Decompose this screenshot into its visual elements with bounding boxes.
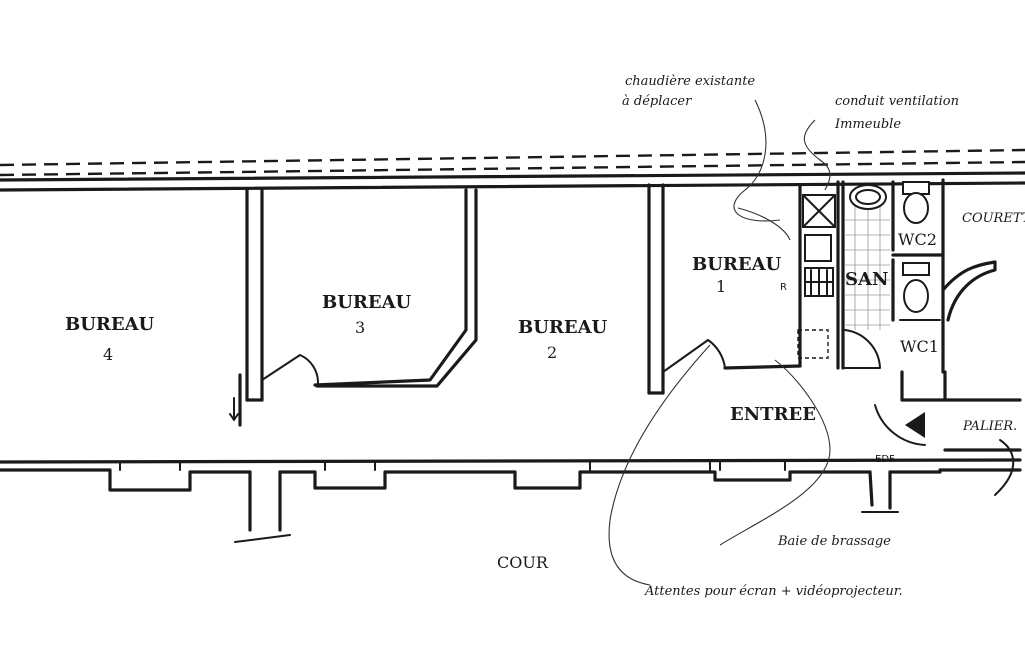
wall-bureau4-bureau3 bbox=[229, 188, 264, 427]
bathroom-block bbox=[797, 178, 947, 402]
chaudiere-note-line2: à déplacer bbox=[622, 94, 692, 109]
wc1-label: WC1 bbox=[900, 337, 939, 356]
bureau2-number: 2 bbox=[547, 343, 557, 362]
bureau1-number: 1 bbox=[716, 277, 726, 296]
attentes-note: Attentes pour écran + vidéoprojecteur. bbox=[644, 584, 903, 599]
courette-label: COURETTE bbox=[962, 211, 1025, 226]
edf-label: EDF bbox=[875, 454, 895, 465]
bureau3-number: 3 bbox=[355, 318, 365, 337]
top-dashed-lines bbox=[0, 148, 1025, 177]
wall-bureau2-bureau1 bbox=[647, 183, 802, 395]
bureau2-label: BUREAU bbox=[518, 317, 608, 338]
entree-label: ENTREE bbox=[730, 404, 816, 425]
courette-wall bbox=[941, 260, 997, 322]
palier-entry bbox=[874, 398, 1022, 496]
partition-bureau3 bbox=[261, 188, 478, 388]
bottom-facade-wall bbox=[0, 458, 1022, 543]
chaudiere-note-line1: chaudière existante bbox=[625, 74, 755, 89]
bureau1-label: BUREAU bbox=[692, 254, 782, 275]
bureau4-number: 4 bbox=[103, 345, 113, 364]
ri-mark: R bbox=[780, 282, 787, 293]
conduit-note-line2: Immeuble bbox=[834, 117, 901, 132]
baie-brassage-note: Baie de brassage bbox=[777, 534, 891, 549]
cour-label: COUR bbox=[497, 553, 549, 572]
conduit-note-line1: conduit ventilation bbox=[835, 94, 959, 109]
san-label: SAN bbox=[845, 269, 888, 290]
wc2-label: WC2 bbox=[898, 230, 937, 249]
palier-label: PALIER. bbox=[962, 419, 1017, 434]
bureau3-label: BUREAU bbox=[322, 292, 412, 313]
top-wall bbox=[0, 171, 1025, 192]
annotation-leaders bbox=[608, 99, 831, 586]
bureau4-label: BUREAU bbox=[65, 314, 155, 335]
